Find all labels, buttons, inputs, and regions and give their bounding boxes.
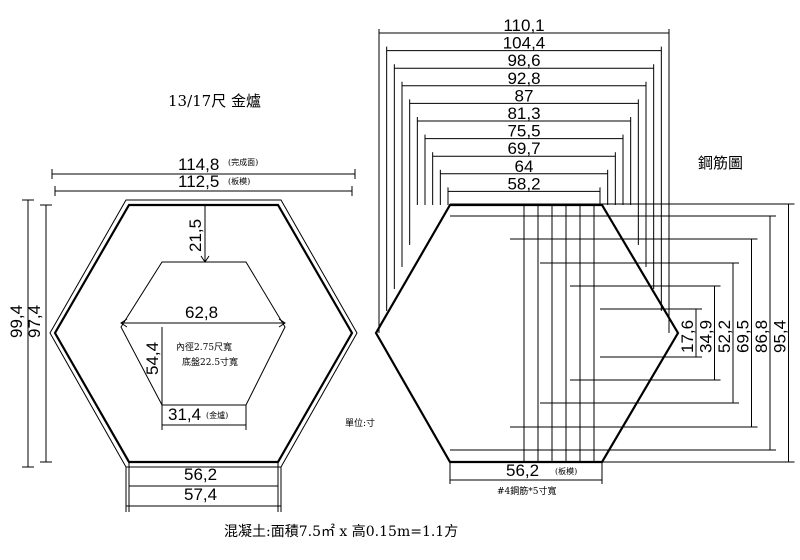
width-dim-label: 81,3 <box>507 104 540 123</box>
width-dim-label: 58,2 <box>507 174 540 193</box>
right-diagram: 鋼筋圖 110,1104,498,692,88781,375,569,76458… <box>374 16 795 497</box>
footer-formula: 混凝土:面積7.5㎡ x 高0.15m=1.1方 <box>224 523 458 540</box>
height-dim-label: 69,5 <box>734 320 753 353</box>
left-diagram: 13/17尺 金爐 114,8 (完成面) 112,5 (板模) 99,4 97… <box>7 92 375 512</box>
height-dim-label: 86,8 <box>752 320 771 353</box>
right-title: 鋼筋圖 <box>698 154 743 172</box>
left-title: 13/17尺 金爐 <box>168 92 261 110</box>
dim-height-inner: 97,4 <box>25 305 44 338</box>
dim-top-finished: 114,8 <box>178 155 219 174</box>
dim-inner-bottom-note: (金爐) <box>206 410 228 420</box>
height-dim-label: 95,4 <box>771 320 790 353</box>
dim-offset-top: 21,5 <box>186 219 205 252</box>
inner-note-2: 底盤22.5寸寬 <box>182 356 238 368</box>
rebar-note: #4鋼筋*5寸寬 <box>497 485 557 497</box>
height-dim-label: 34,9 <box>697 320 716 353</box>
dim-top-form: 112,5 <box>178 172 219 191</box>
inner-note-1: 內徑2.75尺寬 <box>176 341 232 353</box>
width-dim-label: 64 <box>515 157 534 176</box>
dim-inner-bottom: 31,4 <box>168 405 201 424</box>
width-dim-label: 87 <box>515 86 534 105</box>
height-dim-label: 17,6 <box>678 320 697 353</box>
width-dim-label: 75,5 <box>507 122 540 141</box>
dim-top-finished-note: (完成面) <box>228 157 258 167</box>
dim-inner-width: 62,8 <box>185 303 218 322</box>
width-dim-label: 92,8 <box>507 69 540 88</box>
width-dim-label: 98,6 <box>507 51 540 70</box>
inner-hexagon <box>120 261 286 406</box>
dim-bottom-outer: 57,4 <box>184 485 217 504</box>
width-dim-label: 110,1 <box>503 16 544 35</box>
rebar-hexagon <box>374 203 680 464</box>
dim-top-form-note: (板模) <box>228 176 250 186</box>
unit-note: 單位:寸 <box>345 417 375 429</box>
rebar-verticals <box>523 205 595 462</box>
dim-bottom-edge: 56,2 <box>184 465 217 484</box>
height-dim-label: 52,2 <box>715 320 734 353</box>
dim-right-bottom-note: (板模) <box>555 466 577 476</box>
width-dim-label: 104,4 <box>503 34 546 53</box>
dim-right-bottom: 56,2 <box>506 461 539 480</box>
dim-height-outer: 99,4 <box>7 305 26 338</box>
width-dim-label: 69,7 <box>507 139 540 158</box>
dim-inner-height: 54,4 <box>143 342 162 375</box>
